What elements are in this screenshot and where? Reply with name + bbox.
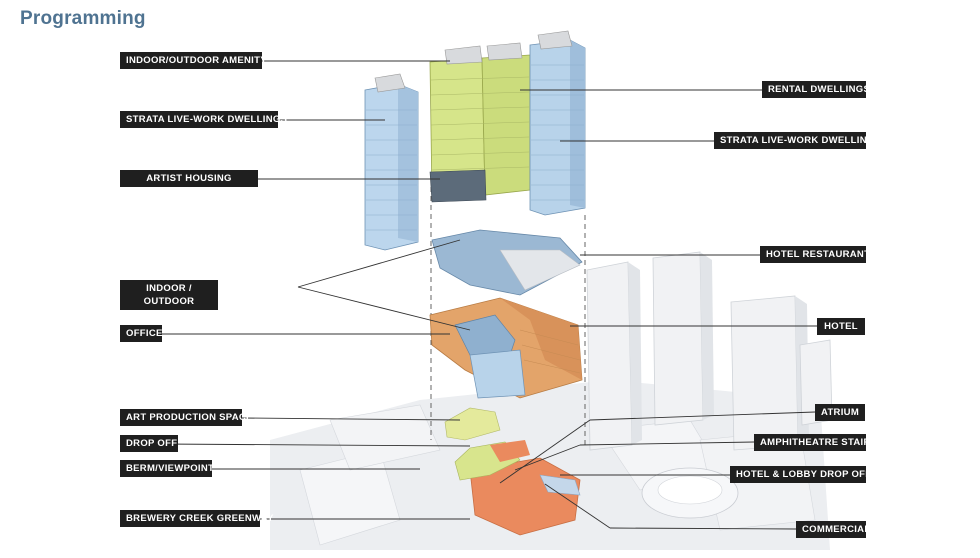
label-indoor-outdoor-amenity-top: INDOOR/OUTDOOR AMENITY bbox=[120, 52, 267, 69]
label-hotel-restaurant: HOTEL RESTAURANT bbox=[760, 246, 870, 263]
label-office: OFFICE bbox=[120, 325, 162, 342]
label-indoor-outdoor-amenity-mid: INDOOR / OUTDOOR AMENITY bbox=[120, 280, 218, 320]
page-title: Programming bbox=[20, 8, 146, 29]
label-artist-housing: ARTIST HOUSING bbox=[120, 170, 258, 187]
label-commercial: COMMERCIAL bbox=[796, 521, 870, 538]
label-hotel: HOTEL bbox=[817, 318, 865, 335]
label-brewery-creek-greenway: BREWERY CREEK GREENWAY bbox=[120, 510, 273, 527]
label-rental-dwellings: RENTAL DWELLINGS bbox=[762, 81, 870, 98]
label-berm-viewpoint: BERM/VIEWPOINT bbox=[120, 460, 214, 477]
label-strata-live-work-left: STRATA LIVE-WORK DWELLINGS bbox=[120, 111, 287, 128]
label-strata-live-work-right: STRATA LIVE-WORK DWELLINGS bbox=[714, 132, 881, 149]
tower-strata-left bbox=[364, 73, 419, 251]
context-city bbox=[270, 251, 833, 550]
label-amphitheatre-stair: AMPHITHEATRE STAIR bbox=[754, 434, 870, 451]
label-art-production-space: ART PRODUCTION SPACE bbox=[120, 409, 252, 426]
label-hotel-lobby-drop-off: HOTEL & LOBBY DROP OFF bbox=[730, 466, 871, 483]
label-line-1: INDOOR / OUTDOOR bbox=[143, 283, 195, 307]
label-atrium: ATRIUM bbox=[815, 404, 865, 421]
hotel-restaurant-level bbox=[431, 229, 583, 296]
label-drop-off: DROP OFF bbox=[120, 435, 178, 452]
tower-rental-green bbox=[429, 42, 531, 203]
tower-strata-right bbox=[529, 30, 586, 216]
hotel-office-podium bbox=[429, 297, 583, 399]
label-line-2: AMENITY bbox=[146, 309, 192, 320]
guide-lines bbox=[430, 178, 586, 445]
leader-lines bbox=[159, 60, 817, 530]
